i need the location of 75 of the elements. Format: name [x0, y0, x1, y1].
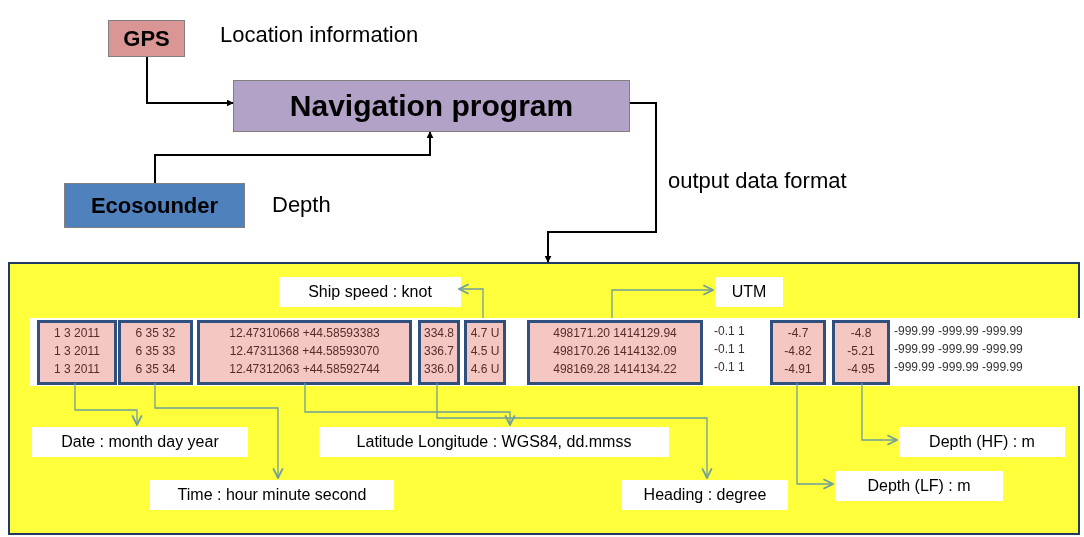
leader-arrow [436, 382, 713, 479]
data-value: 334.8 [424, 326, 454, 340]
data-value: 4.7 U [470, 326, 500, 340]
annotation-text: Latitude Longitude : WGS84, dd.mmss [356, 433, 632, 451]
box-label: GPS [123, 25, 170, 52]
data-value: 6 35 34 [135, 362, 176, 376]
annotation-box [622, 480, 788, 510]
data-value: -4.95 [847, 362, 875, 376]
box-label: Navigation program [289, 89, 574, 123]
annotation-text: Depth (HF) : m [929, 433, 1035, 451]
data-value: 12.47311368 +44.58593070 [229, 344, 380, 358]
leader-arrow [458, 283, 484, 319]
data-value: 6 35 32 [135, 326, 176, 340]
data-value: 498171.20 1414129.94 [553, 326, 677, 340]
data-value: 1 3 2011 [54, 326, 100, 340]
annotation-text: UTM [731, 283, 767, 301]
data-value: -0.1 1 [714, 324, 745, 338]
annotation-text: Heading : degree [643, 486, 767, 504]
annotation-text: Date : month day year [61, 433, 219, 451]
data-value: -4.7 [787, 326, 809, 340]
annotation-box [899, 427, 1065, 457]
data-value: 12.47310668 +44.58593383 [229, 326, 380, 340]
annotation-box [319, 427, 669, 457]
data-value: -999.99 -999.99 -999.99 [894, 342, 1023, 356]
data-value: 4.5 U [470, 344, 500, 358]
annotation-box [279, 277, 461, 307]
leader-arrow [304, 382, 516, 426]
leader-arrow [611, 284, 714, 319]
leader-arrow [154, 382, 284, 479]
data-value: -999.99 -999.99 -999.99 [894, 324, 1023, 338]
data-value: 1 3 2011 [54, 344, 100, 358]
highlight-box [464, 320, 506, 385]
data-value: 498169.28 1414134.22 [553, 362, 677, 376]
data-value: -4.8 [850, 326, 872, 340]
data-panel [8, 262, 1080, 535]
data-value: -4.91 [784, 362, 812, 376]
process-box [64, 183, 245, 228]
highlight-box [418, 320, 460, 385]
data-value: 6 35 33 [135, 344, 176, 358]
side-label: Location information [220, 22, 419, 48]
arrow [154, 131, 434, 184]
process-box [233, 80, 630, 132]
process-box [108, 20, 185, 57]
annotation-text: Ship speed : knot [308, 283, 432, 301]
leader-arrow [74, 382, 143, 426]
annotation-box [715, 277, 783, 307]
data-value: 12.47312063 +44.58592744 [229, 362, 380, 376]
box-label: Ecosounder [90, 192, 219, 219]
highlight-box [527, 320, 703, 385]
data-value: 498170.26 1414132.09 [553, 344, 677, 358]
leader-arrow [861, 382, 898, 446]
side-label: Depth [272, 192, 331, 218]
highlight-box [197, 320, 412, 385]
highlight-box [118, 320, 193, 385]
data-value: -999.99 -999.99 -999.99 [894, 360, 1023, 374]
leader-arrow [796, 382, 834, 490]
data-value: 336.0 [424, 362, 454, 376]
data-value: 1 3 2011 [54, 362, 100, 376]
annotation-box [150, 480, 394, 510]
arrow [146, 56, 234, 107]
data-value: -4.82 [784, 344, 812, 358]
data-value: 336.7 [424, 344, 454, 358]
arrow [544, 102, 657, 263]
annotation-text: Time : hour minute second [177, 486, 367, 504]
annotation-text: Depth (LF) : m [867, 477, 971, 495]
data-value: -0.1 1 [714, 342, 745, 356]
highlight-box [770, 320, 826, 385]
data-value: -5.21 [847, 344, 875, 358]
data-value: 4.6 U [470, 362, 500, 376]
annotation-box [835, 471, 1003, 501]
data-strip [30, 318, 1080, 386]
highlight-box [832, 320, 890, 385]
data-value: -0.1 1 [714, 360, 745, 374]
annotation-box [32, 427, 248, 457]
highlight-box [37, 320, 117, 385]
